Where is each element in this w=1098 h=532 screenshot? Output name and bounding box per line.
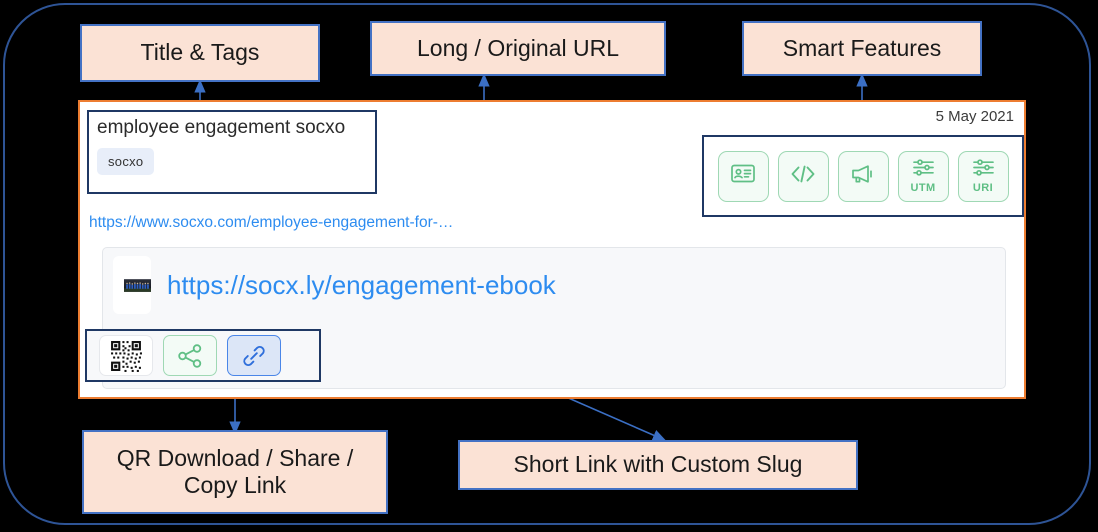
campaign-button[interactable] bbox=[837, 150, 889, 202]
link-actions-block bbox=[85, 329, 321, 382]
callout-title-and-tags: Title & Tags bbox=[80, 24, 320, 82]
callout-qr-share-copy: QR Download / Share / Copy Link bbox=[82, 430, 388, 514]
title-and-tags-block[interactable]: employee engagement socxo socxo bbox=[87, 110, 377, 194]
copy-link-button[interactable] bbox=[227, 335, 281, 376]
qr-download-button[interactable] bbox=[99, 335, 153, 376]
short-link-row: https://socx.ly/engagement-ebook bbox=[113, 256, 556, 314]
code-icon bbox=[790, 164, 816, 189]
uri-button[interactable]: URI bbox=[957, 150, 1009, 202]
link-icon bbox=[243, 345, 265, 366]
utm-icon bbox=[912, 158, 935, 181]
callout-short-link-custom-slug: Short Link with Custom Slug bbox=[458, 440, 858, 490]
megaphone-icon bbox=[851, 164, 876, 189]
badge-icon bbox=[731, 164, 755, 188]
share-button[interactable] bbox=[163, 335, 217, 376]
utm-button-label: UTM bbox=[910, 181, 936, 194]
badge-button[interactable] bbox=[717, 150, 769, 202]
qr-code-icon bbox=[109, 338, 143, 373]
utm-button[interactable]: UTM bbox=[897, 150, 949, 202]
callout-long-original-url: Long / Original URL bbox=[370, 21, 666, 76]
short-url-link[interactable]: https://socx.ly/engagement-ebook bbox=[167, 269, 556, 300]
embed-code-button[interactable] bbox=[777, 150, 829, 202]
link-card: 5 May 2021 employee engagement socxo soc… bbox=[78, 100, 1026, 399]
link-thumbnail bbox=[113, 256, 151, 314]
thumbnail-image bbox=[124, 278, 151, 292]
long-original-url-link[interactable]: https://www.socxo.com/employee-engagemen… bbox=[89, 214, 454, 231]
link-title: employee engagement socxo bbox=[97, 117, 346, 138]
tag-chip-socxo[interactable]: socxo bbox=[97, 147, 155, 175]
callout-smart-features: Smart Features bbox=[742, 21, 982, 76]
link-date: 5 May 2021 bbox=[935, 108, 1014, 125]
share-icon bbox=[178, 343, 202, 368]
uri-button-label: URI bbox=[972, 181, 994, 194]
smart-features-block: UTM URI bbox=[702, 135, 1024, 217]
short-link-panel: https://socx.ly/engagement-ebook bbox=[85, 247, 1006, 389]
uri-icon bbox=[972, 158, 995, 181]
